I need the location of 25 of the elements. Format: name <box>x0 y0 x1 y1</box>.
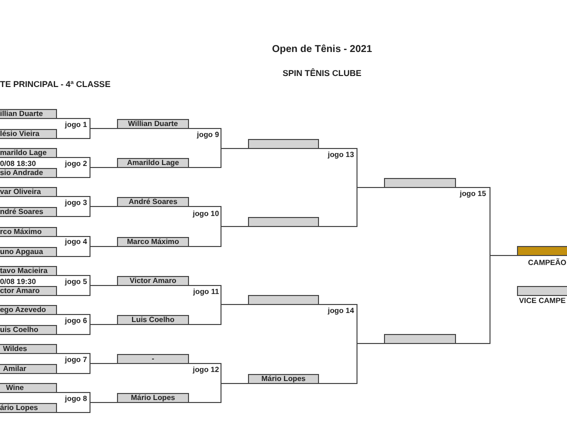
champion-slot <box>517 246 567 256</box>
bracket-line <box>56 246 118 257</box>
bracket-line <box>188 304 248 325</box>
bracket-line <box>456 255 518 344</box>
empty-slot <box>384 334 456 344</box>
bracket-line <box>56 363 118 374</box>
title: Open de Tênis - 2021 <box>272 44 372 56</box>
bracket-line <box>56 128 118 139</box>
bracket-line <box>56 167 118 178</box>
bracket-line <box>56 285 118 296</box>
bracket-line <box>318 343 384 384</box>
bracket-line <box>56 324 118 335</box>
club-name: SPIN TÊNIS CLUBE <box>282 68 362 78</box>
runner-up-slot <box>517 286 567 296</box>
empty-slot <box>384 178 456 188</box>
bracket-line <box>188 148 248 168</box>
empty-slot <box>248 217 319 227</box>
empty-slot <box>248 295 319 305</box>
draw-heading: TE PRINCIPAL - 4ª CLASSE <box>0 79 111 89</box>
bracket-line <box>56 206 118 217</box>
bracket-line <box>56 402 118 413</box>
bracket-line <box>318 187 384 227</box>
bracket-line <box>188 226 248 247</box>
empty-slot <box>248 139 319 149</box>
bracket-line <box>188 383 248 403</box>
